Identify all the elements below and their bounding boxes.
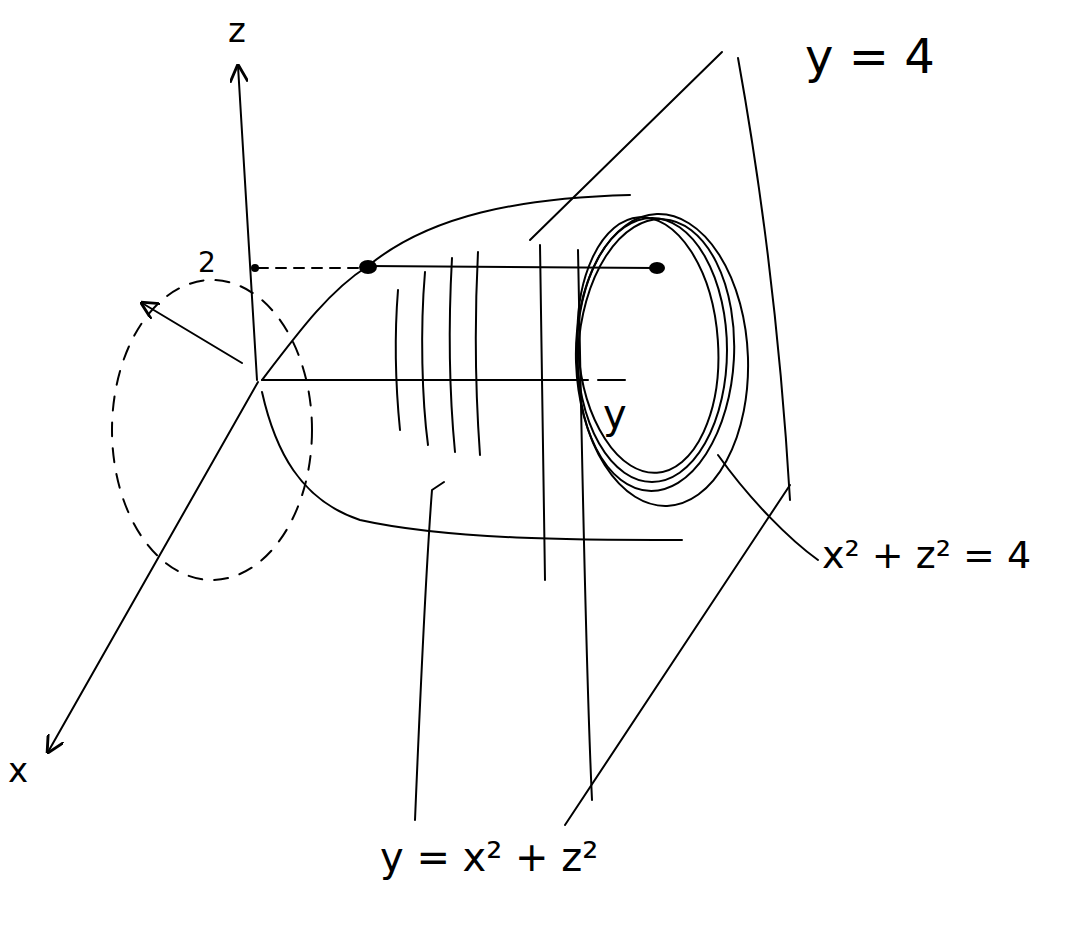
axis-label: x — [8, 752, 28, 789]
hatch-line — [396, 290, 400, 430]
point-dot — [649, 262, 665, 274]
plane-edge — [565, 485, 790, 825]
circle-equation: x² + z² = 4 — [822, 535, 1031, 577]
hatch-line — [450, 258, 455, 452]
paraboloid-curve — [262, 195, 630, 380]
plane-edge — [540, 245, 545, 580]
height-label: 2 — [198, 248, 216, 279]
plane-edge — [738, 58, 790, 500]
x-axis — [48, 382, 258, 752]
paraboloid-curve — [262, 392, 682, 540]
axis-label: y — [603, 392, 627, 436]
hatch-line — [422, 272, 428, 445]
hatch-line — [476, 252, 480, 455]
tick-mark — [598, 379, 625, 381]
dashed-line — [258, 267, 362, 269]
cut-circle — [569, 212, 727, 477]
z-axis — [238, 66, 257, 380]
paraboloid-curve — [368, 266, 655, 268]
leader-line — [718, 455, 818, 560]
plane-equation: y = 4 — [805, 30, 935, 83]
direction-arrow — [142, 303, 242, 363]
plane-edge — [530, 52, 722, 240]
axis-label: z — [228, 12, 246, 49]
y-axis — [262, 379, 588, 381]
point-dot — [251, 264, 259, 272]
surface-equation: y = x² + z² — [380, 835, 598, 879]
leader-line — [415, 482, 444, 820]
cut-circle — [571, 215, 741, 495]
point-dot — [359, 260, 377, 274]
dashed-circle — [112, 280, 312, 580]
